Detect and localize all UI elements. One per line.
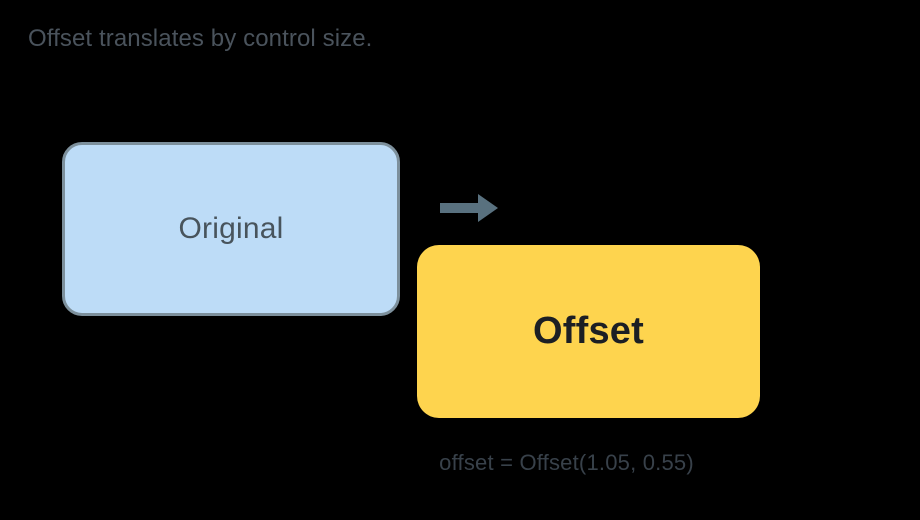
arrow-right-glyph [440, 194, 498, 222]
original-control-box: Original [62, 142, 400, 316]
arrow-right-icon [438, 192, 500, 224]
offset-control-box: Offset [417, 245, 760, 418]
offset-control-label: Offset [533, 310, 644, 352]
original-control-label: Original [178, 212, 284, 245]
page-title: Offset translates by control size. [28, 25, 373, 52]
offset-caption: offset = Offset(1.05, 0.55) [439, 450, 694, 475]
